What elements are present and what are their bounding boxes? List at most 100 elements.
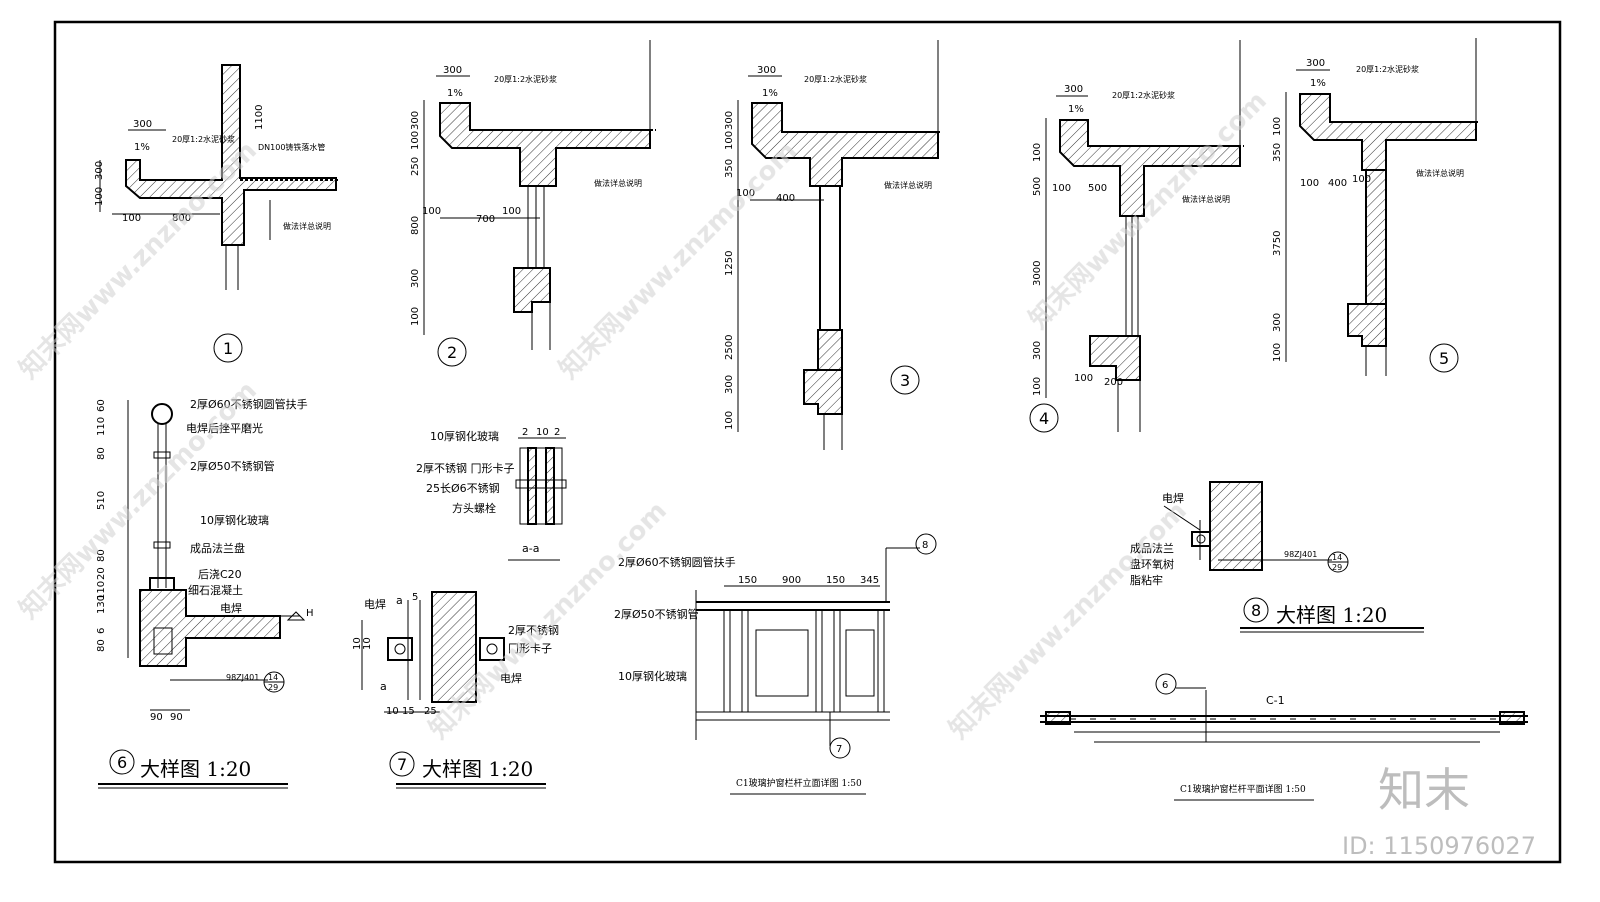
dim-text: 300 xyxy=(94,161,105,180)
dim-text: 6 xyxy=(96,628,107,634)
ref-label: 98ZJ401 xyxy=(1284,550,1317,559)
callout-label: 10厚钢化玻璃 xyxy=(618,669,687,683)
detail-number-circle xyxy=(109,749,135,775)
detail-5: 300 1% 100 350 100 400 100 3750 300 100 … xyxy=(1272,38,1480,376)
plan-label: C-1 xyxy=(1266,694,1285,707)
detail-number: 1 xyxy=(223,339,233,358)
callout-label: 成品法兰盘 xyxy=(190,541,245,555)
callout-label: 电焊 xyxy=(500,671,522,685)
detail-number: 2 xyxy=(447,343,457,362)
dim-text: 250 xyxy=(410,157,421,176)
dim-text: 300 xyxy=(1064,84,1083,95)
watermark-text: 知末网www.znzmo.com xyxy=(944,496,1193,745)
dim-text: 2500 xyxy=(724,335,735,360)
dim-text: 90 xyxy=(150,712,163,723)
ref-sheet: 14 xyxy=(1332,553,1342,562)
note-text: 做法详总说明 xyxy=(1416,168,1464,178)
callout-label: 方头螺栓 xyxy=(452,501,496,515)
section-mark: a xyxy=(396,594,403,607)
dim-text: 110 xyxy=(96,581,107,600)
callout-number: 6 xyxy=(1162,680,1168,691)
dim-text: 2 xyxy=(522,427,528,438)
dim-text: 500 xyxy=(1088,183,1107,194)
callout-label: 2厚不锈钢 冂形卡子 xyxy=(416,462,515,475)
ref-sheet: 29 xyxy=(268,683,278,692)
dim-text: 300 xyxy=(724,375,735,394)
callout-label: 2厚Ø50不锈钢管 xyxy=(614,607,699,621)
dim-text: 800 xyxy=(172,213,191,224)
dim-text: 100 xyxy=(1300,178,1319,189)
dim-text: 300 xyxy=(724,111,735,130)
callout-label: 2厚不锈钢 xyxy=(508,624,559,637)
ref-label: 98ZJ401 xyxy=(226,673,259,682)
dim-text: 300 xyxy=(410,111,421,130)
detail-number: 3 xyxy=(900,371,910,390)
dim-text: 20 xyxy=(96,567,107,580)
dim-text: 510 xyxy=(96,491,107,510)
dim-text: 100 xyxy=(724,131,735,150)
note-text: 做法详总说明 xyxy=(594,178,642,188)
dim-text: 25 xyxy=(424,706,437,717)
detail-number-circle xyxy=(1243,597,1269,623)
detail-number: 4 xyxy=(1039,409,1049,428)
dim-text: 100 xyxy=(1074,373,1093,384)
dim-text: 3000 xyxy=(1032,261,1043,286)
dim-text: 300 xyxy=(443,65,462,76)
note-text: 20厚1:2水泥砂浆 xyxy=(804,74,867,84)
dim-text: 100 xyxy=(736,188,755,199)
dim-text: 10 xyxy=(386,706,399,717)
dim-text: 150 xyxy=(738,575,757,586)
dim-text: 150 xyxy=(826,575,845,586)
detail-4: 300 1% 100 500 100 500 3000 300 100 100 … xyxy=(1029,40,1244,433)
sheet-border xyxy=(53,20,1562,864)
dim-text: 100 xyxy=(122,213,141,224)
callout-label: 2厚Ø50不锈钢管 xyxy=(190,459,275,473)
ref-sheet: 29 xyxy=(1332,563,1342,572)
note-text: 做法详总说明 xyxy=(1182,194,1230,204)
detail-1: 300 1% 300 100 100 800 1100 20厚1:2水泥砂浆 D… xyxy=(94,64,340,363)
dim-text: 350 xyxy=(1272,143,1283,162)
note-text: 做法详总说明 xyxy=(884,180,932,190)
dim-text: 300 xyxy=(1306,58,1325,69)
callout-label: 脂粘牢 xyxy=(1130,573,1163,587)
dim-text: 100 xyxy=(1272,117,1283,136)
dim-text: 100 xyxy=(502,206,521,217)
ref-sheet: 14 xyxy=(268,673,278,682)
dim-text: 1% xyxy=(447,88,463,99)
dim-text: 900 xyxy=(782,575,801,586)
dim-text: 300 xyxy=(410,269,421,288)
dim-text: 90 xyxy=(170,712,183,723)
detail-title: 大样图 1:20 xyxy=(140,757,251,781)
drawing-caption: C1玻璃护窗栏杆立面详图 1:50 xyxy=(736,777,862,789)
callout-label: 冂形卡子 xyxy=(508,642,552,655)
dim-text: 300 xyxy=(1272,313,1283,332)
dim-text: 80 xyxy=(96,639,107,652)
dim-text: 3750 xyxy=(1272,231,1283,256)
callout-label: 电焊 xyxy=(364,597,386,611)
detail-8: 电焊 成品法兰 盘环氧树 脂粘牢 98ZJ401 14 29 8 大样图 1:2… xyxy=(1130,481,1424,633)
detail-6: 60 110 80 510 80 20 110 130 6 80 90 90 2… xyxy=(96,397,314,789)
section-title: a-a xyxy=(522,542,539,555)
dim-text: 110 xyxy=(96,417,107,436)
dim-text: 100 xyxy=(410,131,421,150)
dim-text: 60 xyxy=(96,399,107,412)
callout-number: 8 xyxy=(922,540,928,551)
dim-text: 1250 xyxy=(724,251,735,276)
detail-number: 6 xyxy=(117,753,127,772)
dim-text: 800 xyxy=(410,216,421,235)
dim-text: 100 xyxy=(94,187,105,206)
dim-text: 15 xyxy=(402,706,415,717)
dim-text: 345 xyxy=(860,575,879,586)
dim-text: 500 xyxy=(1032,177,1043,196)
callout-label: 2厚Ø60不锈钢圆管扶手 xyxy=(618,555,736,569)
detail-3: 300 1% 300 100 350 100 400 1250 2500 300… xyxy=(724,40,942,450)
callout-label: 电焊后挫平磨光 xyxy=(186,421,263,435)
detail-number-circle xyxy=(890,365,920,395)
watermark-text: 知末网www.znzmo.com xyxy=(554,136,803,385)
callout-label: 10厚钢化玻璃 xyxy=(200,513,269,527)
c1-plan: 6 C-1 C1玻璃护窗栏杆平面详图 1:50 xyxy=(1040,673,1528,801)
note-text: 20厚1:2水泥砂浆 xyxy=(1112,90,1175,100)
note-text: DN100铸铁落水管 xyxy=(258,142,325,152)
dim-text: 700 xyxy=(476,214,495,225)
